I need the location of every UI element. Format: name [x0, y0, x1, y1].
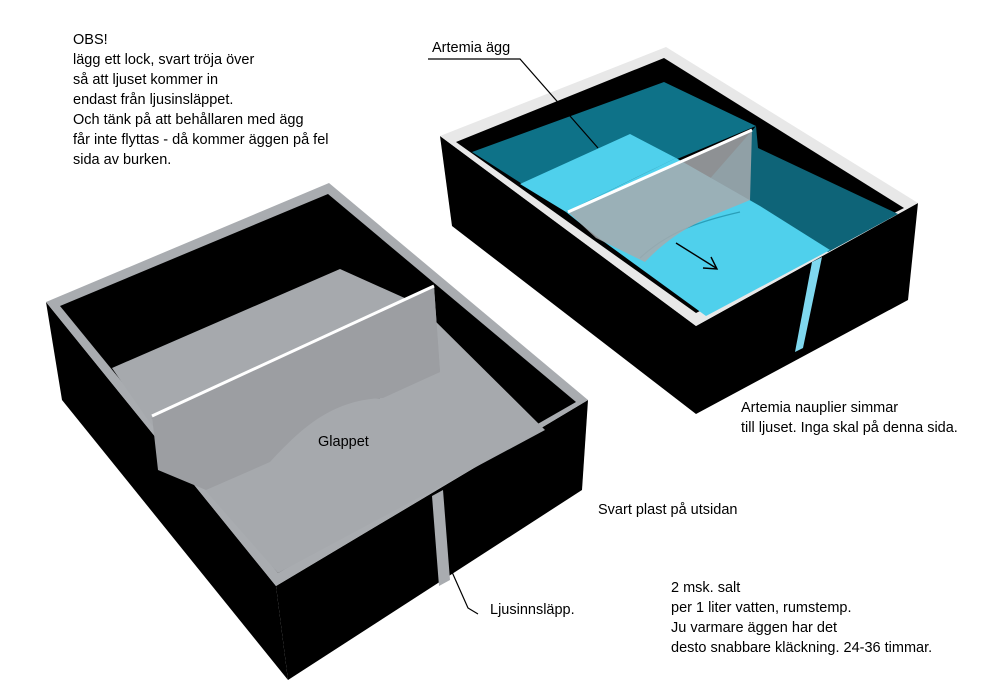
recipe-note-line: per 1 liter vatten, rumstemp.: [671, 600, 852, 616]
left-box-front-left-wall: [46, 302, 288, 680]
black-plastic-label: Svart plast på utsidan: [598, 502, 738, 518]
nauplii-note: Artemia nauplier simmar till ljuset. Ing…: [741, 398, 958, 438]
warning-note-line: får inte flyttas - då kommer äggen på fe…: [73, 132, 329, 148]
warning-note-line: Och tänk på att behållaren med ägg: [73, 112, 304, 128]
right-light-slit: [795, 257, 822, 352]
warning-note-line: endast från ljusinsläppet.: [73, 92, 234, 108]
warning-note-line: sida av burken.: [73, 152, 172, 168]
warning-note-line: OBS!: [73, 32, 108, 48]
left-box-divider-top-edge: [151, 284, 435, 418]
recipe-note: 2 msk. salt per 1 liter vatten, rumstemp…: [671, 578, 932, 658]
swim-direction-arrow: [675, 242, 719, 270]
left-light-slit: [432, 490, 450, 586]
recipe-note-line: 2 msk. salt: [671, 580, 741, 596]
warning-note-line: så att ljuset kommer in: [73, 72, 219, 88]
right-box-divider-top-edge: [567, 128, 753, 214]
leader-light-inlet: [451, 571, 479, 615]
recipe-note-line: desto snabbare kläckning. 24-36 timmar.: [671, 640, 933, 656]
recipe-note-line: Ju varmare äggen har det: [671, 620, 838, 636]
right-box-front-left-wall: [440, 136, 696, 414]
gap-label: Glappet: [318, 434, 369, 450]
left-box-divider-panel: [152, 286, 440, 490]
nauplii-note-line: till ljuset. Inga skal på denna sida.: [741, 420, 958, 436]
warning-note: OBS! lägg ett lock, svart tröja över så …: [73, 30, 329, 170]
right-box-water-floor-back: [520, 134, 676, 212]
nauplii-note-line: Artemia nauplier simmar: [741, 400, 899, 416]
warning-note-line: lägg ett lock, svart tröja över: [73, 52, 255, 68]
left-box-floor-back: [112, 269, 418, 420]
leader-lines: [428, 58, 599, 615]
left-box: [46, 183, 588, 680]
leader-artemia-eggs: [428, 58, 599, 149]
right-box-divider: [568, 130, 752, 262]
light-inlet-label: Ljusinnsläpp.: [490, 602, 575, 618]
left-box-front-right-wall: [276, 400, 588, 680]
right-box: [440, 47, 918, 414]
left-box-floor-front: [148, 304, 545, 573]
artemia-eggs-label: Artemia ägg: [432, 40, 511, 56]
